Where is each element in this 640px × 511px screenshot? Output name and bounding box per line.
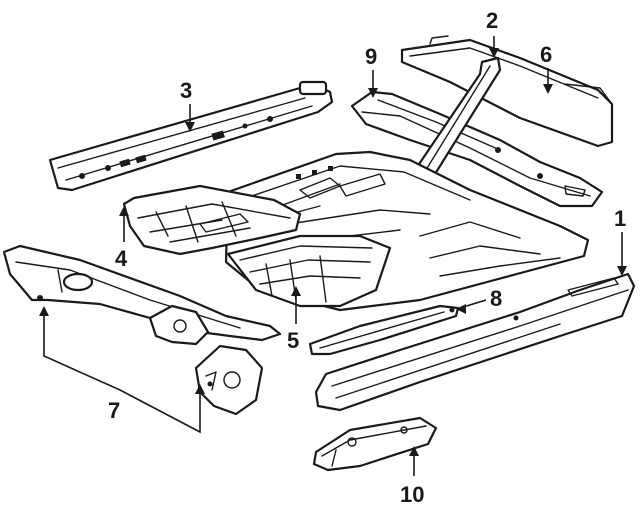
- part-7-front-frame-assembly: [2, 244, 282, 416]
- callout-1: 1: [614, 206, 626, 231]
- callout-8: 8: [490, 286, 502, 311]
- callout-10: 10: [400, 482, 424, 507]
- part-4-front-floor-left: [122, 184, 302, 256]
- callout-7: 7: [108, 398, 120, 423]
- callout-3: 3: [180, 78, 192, 103]
- leader-lines: [39, 36, 627, 476]
- callout-2: 2: [486, 8, 498, 33]
- callout-5: 5: [287, 328, 299, 353]
- callout-9: 9: [365, 44, 377, 69]
- part-1-rocker-panel: [314, 272, 636, 412]
- callout-4: 4: [115, 246, 128, 271]
- part-5-front-floor-right: [226, 234, 392, 308]
- callout-6: 6: [540, 42, 552, 67]
- part-8-sill-strip: [308, 304, 460, 356]
- part-10-bracket: [312, 416, 438, 472]
- leader-7: [43, 314, 201, 434]
- part-6-rear-rail: [400, 35, 614, 148]
- part-3-frame-rail: [48, 80, 334, 192]
